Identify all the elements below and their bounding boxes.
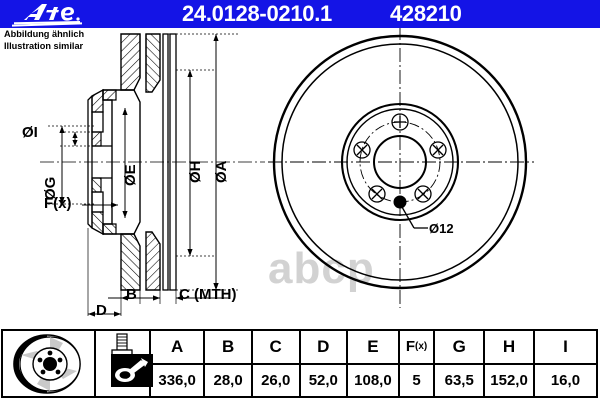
col-header-fx-sub: (x) — [414, 341, 428, 353]
technical-drawing: ØI ØG ØE ØH ØA F(x) B C (MTH) D Ø12 — [0, 26, 600, 328]
col-header-e: E — [348, 331, 400, 363]
table-header-row: A B C D E F(x) G H I — [151, 331, 596, 365]
value-h: 152,0 — [485, 364, 535, 396]
label-dia-a: ØA — [213, 160, 230, 184]
brake-disc-illustration — [3, 331, 96, 396]
label-dia-e: ØE — [122, 164, 139, 186]
label-dim-d: D — [96, 302, 107, 319]
table-columns: A B C D E F(x) G H I 336,0 28,0 26,0 52,… — [151, 331, 596, 396]
illustration-similar-note: Abbildung ähnlich Illustration similar — [4, 29, 85, 51]
label-dia-h: ØH — [187, 160, 204, 184]
torque-wrench-icon — [111, 354, 153, 387]
watermark: abcp — [268, 244, 375, 293]
col-header-g: G — [435, 331, 486, 363]
col-header-fx-main: F — [405, 338, 415, 356]
label-bolt-hole-dia: Ø12 — [429, 221, 454, 236]
label-dim-c: C (MTH) — [179, 286, 237, 303]
label-dia-i: ØI — [22, 124, 38, 141]
label-force-fx: F(x) — [44, 195, 72, 212]
value-e: 108,0 — [348, 364, 400, 396]
col-header-h: H — [485, 331, 535, 363]
value-b: 28,0 — [205, 364, 253, 396]
part-number: 24.0128-0210.1 — [182, 1, 332, 26]
value-a: 336,0 — [151, 364, 206, 396]
col-header-b: B — [205, 331, 253, 363]
face-view — [268, 26, 534, 308]
ate-logo — [8, 1, 118, 27]
value-fx: 5 — [400, 364, 436, 396]
col-header-i: I — [563, 336, 568, 356]
fitting-icons — [96, 331, 153, 396]
value-i: 16,0 — [550, 371, 581, 389]
col-header-a: A — [151, 331, 206, 363]
col-header-c: C — [253, 331, 301, 363]
value-c: 26,0 — [253, 364, 301, 396]
value-g: 63,5 — [435, 364, 486, 396]
value-d: 52,0 — [301, 364, 349, 396]
label-dim-b: B — [126, 286, 137, 303]
col-header-fx: F(x) — [400, 331, 436, 363]
header-band — [0, 0, 600, 28]
col-header-d: D — [301, 331, 349, 363]
article-number: 428210 — [390, 1, 462, 26]
table-value-row: 336,0 28,0 26,0 52,0 108,0 5 63,5 152,0 … — [151, 364, 596, 396]
wheel-bolt-icon — [111, 333, 133, 358]
cross-section-view — [40, 33, 265, 317]
specification-table: A B C D E F(x) G H I 336,0 28,0 26,0 52,… — [1, 329, 598, 398]
